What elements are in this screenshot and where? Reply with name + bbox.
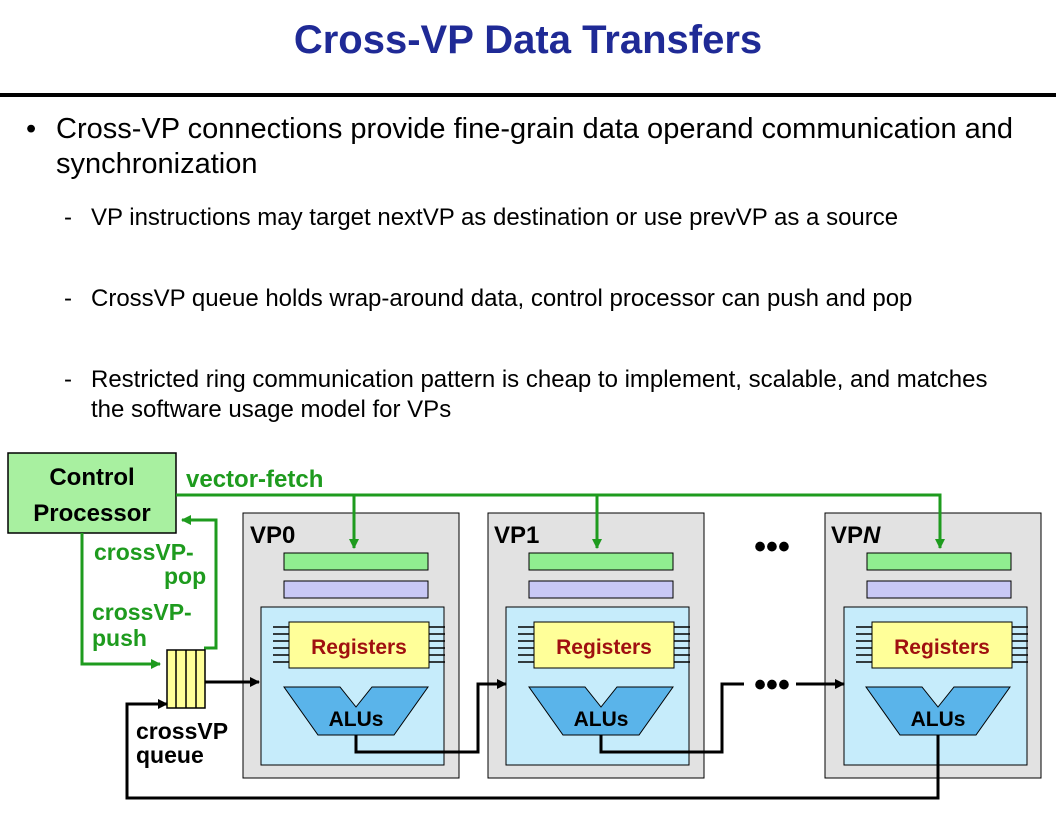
subpoint-text: Restricted ring communication pattern is… [91, 366, 988, 423]
vp0-registers: Registers [273, 621, 445, 669]
svg-text:Processor: Processor [33, 500, 150, 527]
vp-ellipsis-top: ••• [754, 528, 790, 566]
vp0-instr-bar [283, 552, 429, 571]
svg-text:ALUs: ALUs [329, 708, 384, 731]
crossvp-queue-label-2: queue [136, 742, 204, 768]
vpn-label: VPN [831, 522, 881, 549]
crossvp-queue-label: crossVP [136, 718, 228, 744]
title-divider [0, 93, 1056, 97]
page-title: Cross-VP Data Transfers [293, 18, 763, 62]
cross-vp-ring [125, 677, 940, 800]
svg-text:ALUs: ALUs [911, 708, 966, 731]
vpn-registers: Registers [856, 621, 1028, 669]
crossvp-pop-arrow [181, 515, 218, 650]
vp1-instr-bar [528, 552, 674, 571]
control-processor-box: Control Processor [7, 452, 177, 534]
vp1-alus: ALUs [528, 686, 674, 736]
subpoint-text: CrossVP queue holds wrap-around data, co… [91, 285, 913, 312]
subpoint-text: VP instructions may target nextVP as des… [91, 204, 899, 231]
vp1-registers: Registers [518, 621, 690, 669]
vp0-alus: ALUs [283, 686, 429, 736]
vpn-instr-bar [866, 552, 1012, 571]
svg-text:Control: Control [49, 464, 134, 491]
svg-text:Registers: Registers [311, 636, 407, 659]
main-bullet-text: Cross-VP connections provide fine-grain … [56, 113, 1014, 180]
crossvp-queue [166, 649, 206, 709]
bullet-dot: • [26, 113, 37, 145]
vp1-ctrl-bar [528, 580, 674, 599]
crossvp-pop-label-2: pop [164, 563, 206, 589]
svg-text:ALUs: ALUs [574, 708, 629, 731]
vpn-ctrl-bar [866, 580, 1012, 599]
vp0-ctrl-bar [283, 580, 429, 599]
crossvp-pop-label: crossVP- [94, 539, 194, 565]
crossvp-push-label-2: push [92, 625, 147, 651]
crossvp-push-label: crossVP- [92, 599, 192, 625]
vpn-alus: ALUs [865, 686, 1011, 736]
crossvp-push-arrow [80, 533, 161, 669]
vp0-label: VP0 [250, 522, 295, 549]
vp1-label: VP1 [494, 522, 539, 549]
vector-fetch-bus [176, 493, 945, 549]
vp-ellipsis-ring: ••• [754, 666, 790, 704]
svg-text:Registers: Registers [894, 636, 990, 659]
vector-fetch-label: vector-fetch [186, 466, 323, 493]
svg-text:Registers: Registers [556, 636, 652, 659]
